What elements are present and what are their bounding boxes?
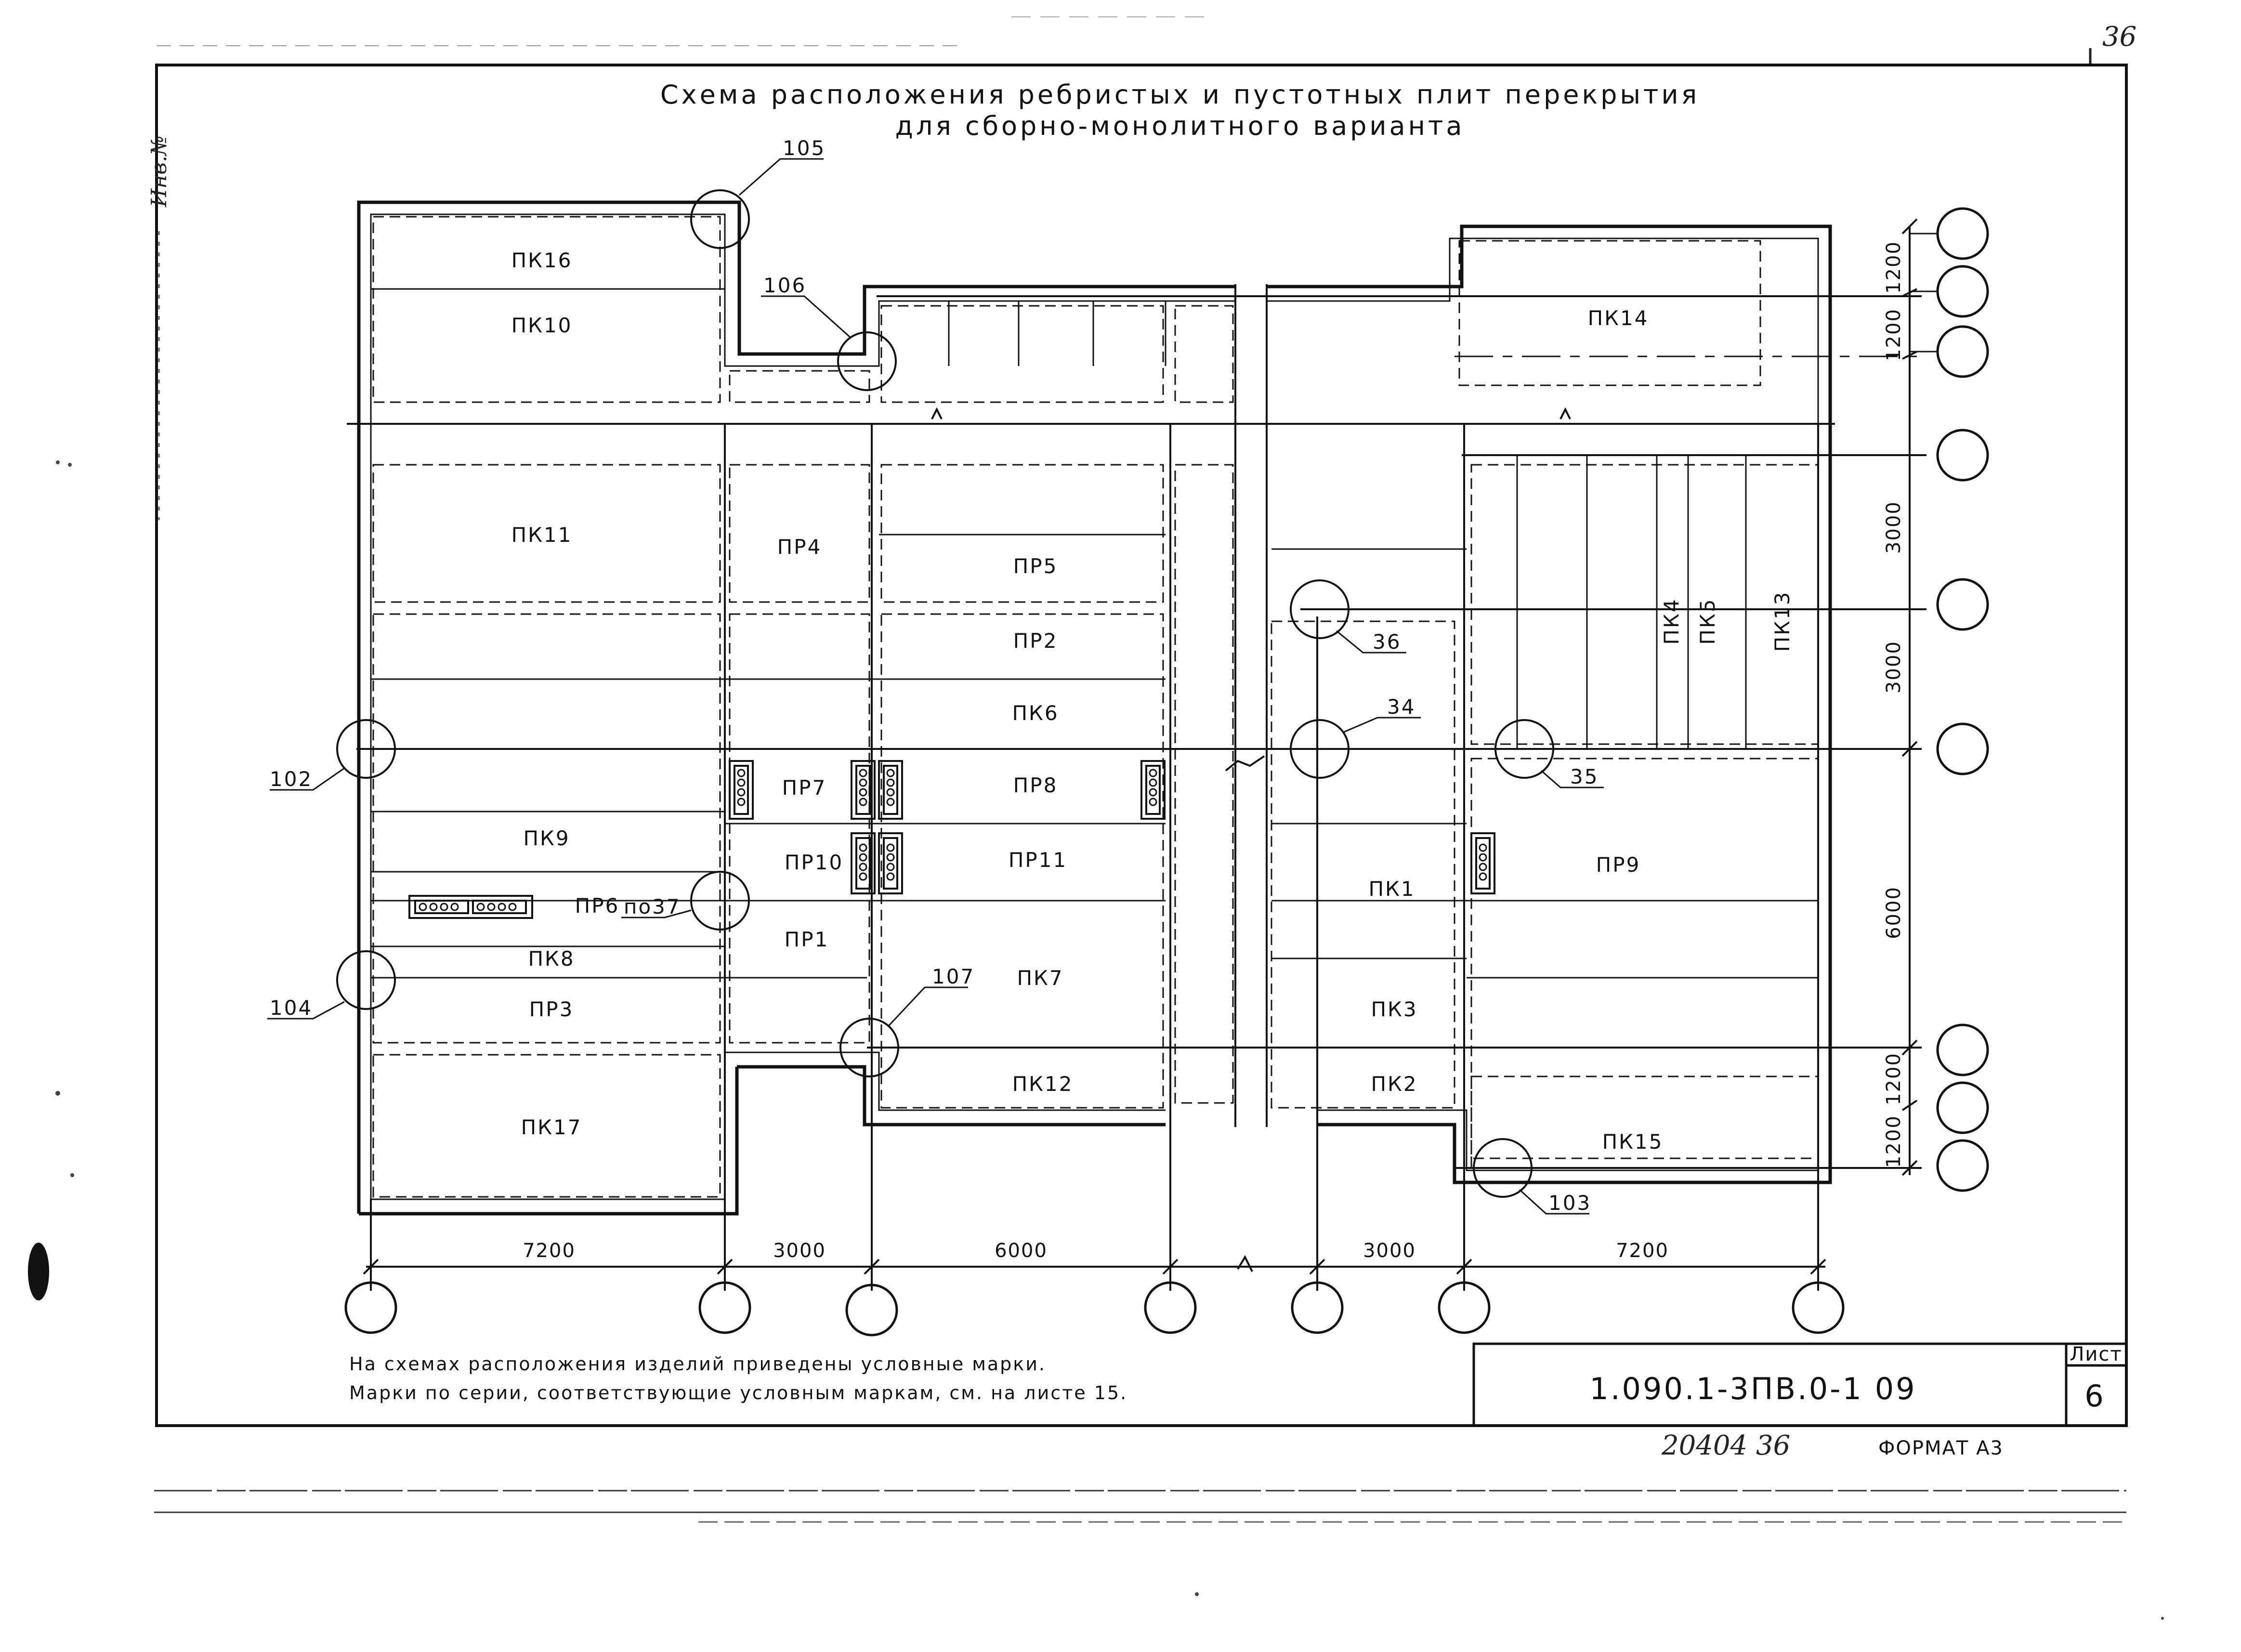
- panel-pk3: ПК3: [1371, 997, 1417, 1021]
- callout-102: 102: [270, 767, 313, 791]
- panel-pr4: ПР4: [777, 535, 822, 559]
- dim-h-2: 3000: [773, 1240, 826, 1262]
- footer-format: ФОРМАТ А3: [1878, 1437, 2004, 1459]
- callout-103: 103: [1548, 1191, 1591, 1215]
- callout-34: 34: [1387, 695, 1415, 719]
- panel-pr7: ПР7: [782, 776, 827, 800]
- panel-pk13: ПК13: [1770, 591, 1794, 652]
- panel-pk8: ПК8: [528, 947, 575, 970]
- dashed-slab-outlines: [372, 216, 1819, 1198]
- plan-inner-outline: [370, 213, 1819, 1200]
- panel-pr10: ПР10: [785, 851, 843, 874]
- panel-pk7: ПК7: [1017, 966, 1063, 990]
- panel-pk15: ПК15: [1602, 1130, 1664, 1154]
- dim-v-4: 3000: [1883, 641, 1905, 694]
- panel-pk4: ПК4: [1660, 598, 1683, 644]
- horizontal-axis-lines: [347, 295, 1926, 1169]
- panel-pr9: ПР9: [1596, 853, 1641, 877]
- panel-pr1: ПР1: [785, 928, 829, 951]
- panel-pk16: ПК16: [511, 249, 573, 272]
- panel-pk1: ПК1: [1368, 877, 1415, 901]
- dim-h-5: 7200: [1616, 1240, 1669, 1262]
- connector-holes: [419, 769, 1487, 911]
- panel-pk10: ПК10: [511, 314, 573, 337]
- callout-circles: [336, 189, 1554, 1198]
- panel-pr8: ПР8: [1013, 774, 1058, 797]
- note-line1: На схемах расположения изделий приведены…: [349, 1353, 1046, 1375]
- footer-handwritten-number: 20404 36: [1661, 1430, 1790, 1461]
- panel-pk9: ПК9: [523, 826, 570, 850]
- panel-pr3: ПР3: [529, 997, 574, 1021]
- margin-handwriting: Инв.№: [147, 135, 171, 208]
- panel-pr5: ПР5: [1013, 554, 1058, 578]
- callout-106: 106: [763, 274, 806, 297]
- vertical-axis-lines: [370, 424, 1819, 1291]
- dim-h-4: 3000: [1363, 1240, 1416, 1262]
- callout-105: 105: [783, 136, 826, 160]
- panel-pk5: ПК5: [1696, 598, 1719, 644]
- title-block-sheet-label: Лист: [2070, 1343, 2122, 1365]
- title-block-code: 1.090.1-3ПВ.0-1 09: [1589, 1371, 1916, 1406]
- bottom-axis-bubbles: [344, 1281, 1845, 1337]
- top-sheet-number: 36: [2102, 21, 2136, 52]
- slab-lines: [371, 288, 1818, 979]
- dim-h-3: 6000: [995, 1240, 1048, 1262]
- right-axis-bubbles: [1936, 207, 1989, 1192]
- callout-104: 104: [270, 996, 313, 1020]
- vertical-dimension-line: [1901, 218, 1918, 1176]
- note-line2: Марки по серии, соответствующие условным…: [349, 1382, 1127, 1403]
- panel-pk11: ПК11: [511, 523, 573, 547]
- callout-36: 36: [1373, 630, 1401, 654]
- panel-pr6: ПР6: [575, 894, 620, 918]
- dim-v-7: 1200: [1883, 1115, 1905, 1168]
- dim-v-3: 3000: [1883, 501, 1905, 554]
- panel-pr11: ПР11: [1009, 848, 1067, 872]
- dim-v-1: 1200: [1883, 241, 1905, 294]
- callout-37: по37: [624, 895, 681, 918]
- scan-specks: [55, 460, 2164, 1620]
- drawing-title-line1: Схема расположения ребристых и пустотных…: [660, 79, 1700, 110]
- dim-h-1: 7200: [523, 1240, 576, 1262]
- callout-107: 107: [932, 965, 975, 988]
- dim-v-2: 1200: [1883, 308, 1905, 361]
- drawing-frame: [155, 64, 2128, 1427]
- horizontal-dimension-line: [363, 1259, 1826, 1275]
- dim-v-6: 1200: [1883, 1052, 1905, 1105]
- callout-35: 35: [1570, 765, 1599, 788]
- scan-lines: [154, 1490, 2126, 1523]
- panel-pr2: ПР2: [1013, 629, 1058, 653]
- plan-outline: [357, 200, 1832, 1216]
- panel-pk2: ПК2: [1371, 1072, 1417, 1096]
- connector-blocks: [408, 760, 1495, 919]
- panel-pk17: ПК17: [521, 1115, 582, 1139]
- title-block-sheet-value: 6: [2084, 1378, 2105, 1414]
- drawing-title-line2: для сборно-монолитного варианта: [895, 111, 1465, 141]
- panel-pk14: ПК14: [1588, 306, 1649, 330]
- scan-blot: [28, 1243, 49, 1300]
- callout-leaders: [267, 158, 1604, 1215]
- panel-pk6: ПК6: [1012, 701, 1059, 725]
- title-block: [1472, 1342, 2128, 1427]
- panel-pk12: ПК12: [1012, 1072, 1074, 1096]
- dim-v-5: 6000: [1883, 886, 1905, 939]
